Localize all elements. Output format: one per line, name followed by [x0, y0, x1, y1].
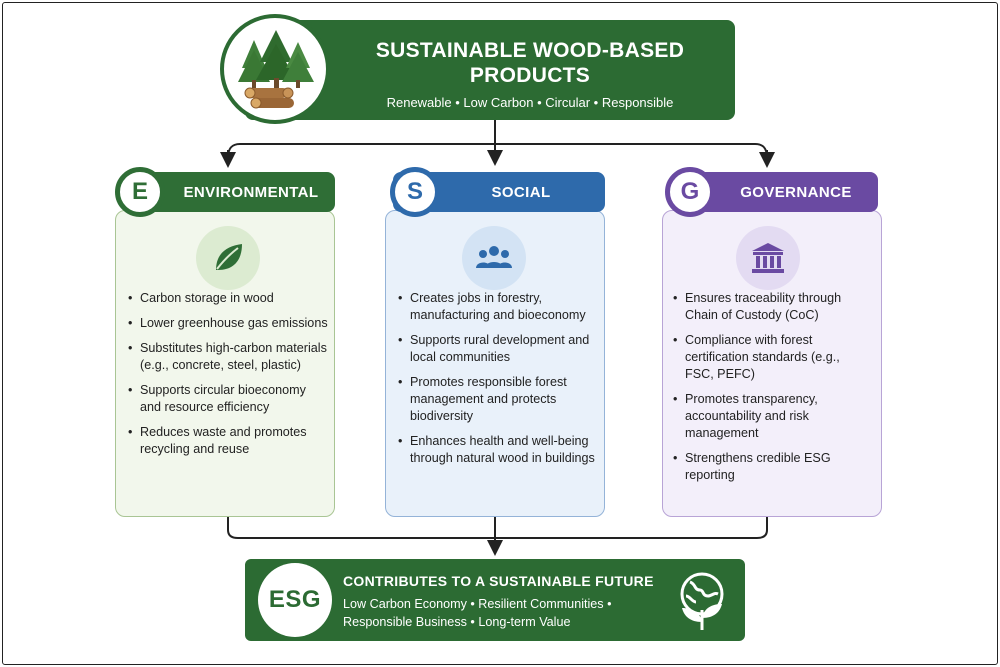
- pillar-title-social: SOCIAL: [491, 184, 551, 201]
- bullet-list-social: Creates jobs in forestry, manufacturing …: [398, 290, 598, 475]
- list-item: Strengthens credible ESG reporting: [673, 450, 871, 484]
- letter-badge-e: E: [115, 167, 165, 217]
- list-item: Supports rural development and local com…: [398, 332, 598, 366]
- list-item: Reduces waste and promotes recycling and…: [128, 424, 328, 458]
- page-title: SUSTAINABLE WOOD-BASED PRODUCTS: [345, 38, 715, 88]
- list-item: Ensures traceability through Chain of Cu…: [673, 290, 871, 324]
- pillar-title-governance: GOVERNANCE: [740, 184, 852, 201]
- list-item: Lower greenhouse gas emissions: [128, 315, 328, 332]
- letter-badge-g: G: [665, 167, 715, 217]
- institution-icon: [736, 226, 800, 290]
- letter-badge-s: S: [390, 167, 440, 217]
- footer-line-2: Responsible Business • Long-term Value: [343, 615, 571, 629]
- pillar-title-environmental: ENVIRONMENTAL: [183, 184, 319, 201]
- bullet-list-governance: Ensures traceability through Chain of Cu…: [673, 290, 871, 492]
- esg-badge: ESG: [258, 563, 332, 637]
- leaf-icon: [196, 226, 260, 290]
- list-item: Compliance with forest certification sta…: [673, 332, 871, 383]
- header-tagline: Renewable • Low Carbon • Circular • Resp…: [386, 95, 674, 110]
- footer-line-1: Low Carbon Economy • Resilient Communiti…: [343, 597, 612, 611]
- forest-logs-icon: [220, 14, 330, 124]
- list-item: Enhances health and well-being through n…: [398, 433, 598, 467]
- list-item: Promotes responsible forest management a…: [398, 374, 598, 425]
- list-item: Carbon storage in wood: [128, 290, 328, 307]
- bullet-list-environmental: Carbon storage in wood Lower greenhouse …: [128, 290, 328, 466]
- title-line-1: SUSTAINABLE WOOD-BASED: [375, 39, 685, 62]
- list-item: Creates jobs in forestry, manufacturing …: [398, 290, 598, 324]
- people-icon: [462, 226, 526, 290]
- title-line-2: PRODUCTS: [469, 64, 591, 87]
- list-item: Supports circular bioeconomy and resourc…: [128, 382, 328, 416]
- globe-plant-icon: [668, 566, 736, 634]
- footer-banner: CONTRIBUTES TO A SUSTAINABLE FUTURE Low …: [245, 559, 745, 641]
- list-item: Promotes transparency, accountability an…: [673, 391, 871, 442]
- footer-title: CONTRIBUTES TO A SUSTAINABLE FUTURE: [343, 573, 654, 589]
- list-item: Substitutes high-carbon materials (e.g.,…: [128, 340, 328, 374]
